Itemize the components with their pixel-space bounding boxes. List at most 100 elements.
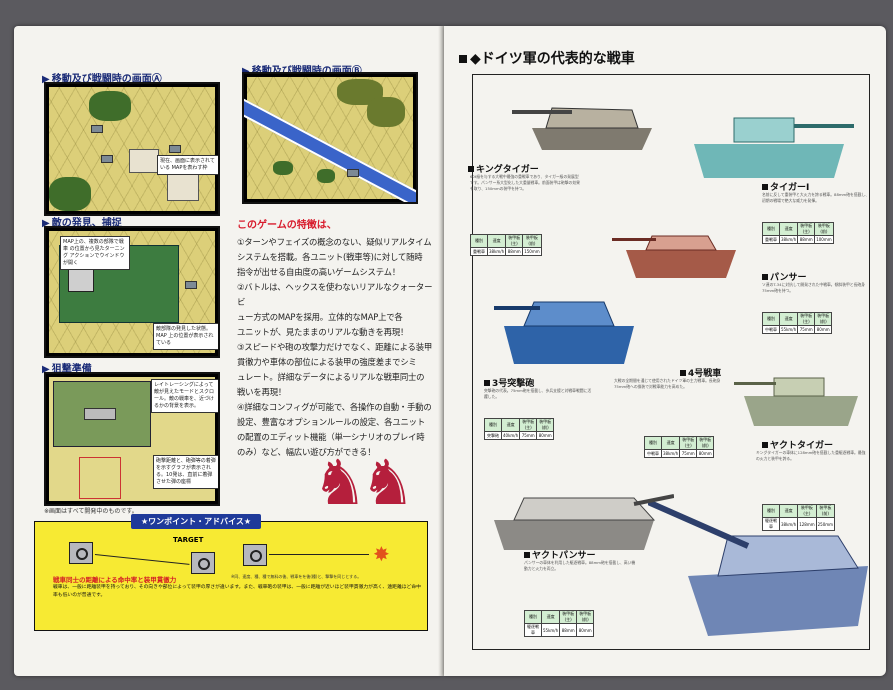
feature-line: ユニットが、見たままのリアルな動きを再現！ [237, 327, 409, 337]
map-field: MAP上の、複数の部隊で戦車 の位置から見たターニング アクションでウインドウが… [49, 231, 218, 353]
tank-name: パンサー [762, 270, 806, 283]
map-field: 現在、画面に表示されている MAPを表わす枠 [49, 87, 218, 211]
tank-unit [347, 169, 359, 177]
tank-name: 3号突撃砲 [484, 376, 534, 389]
tank-illustration [612, 235, 736, 278]
feature-line: 指令が出せる自由度の高いゲームシステム！ [237, 267, 400, 277]
feature-line: ③スピードや砲の攻撃力だけでなく、距離による装甲 [237, 342, 433, 352]
tank-desc: 大戦の全期間を通じて使用されたドイツ軍の主力戦車。長砲身75mm砲への換装で対戦… [614, 378, 721, 389]
forest [273, 161, 293, 175]
tank-desc: 名前に反して重装甲と大火力を誇る戦車。88mm砲を搭載し、初期の戦場で絶大な威力… [762, 192, 870, 203]
caption-screen-b: ▶移動及び戦闘時の画面Ⓑ [242, 62, 362, 77]
feature-line: ①ターンやフェイズの概念のない、疑似リアルタイム [237, 237, 432, 247]
tank-unit [169, 145, 181, 153]
soldier-illustration: ♞ [312, 446, 368, 519]
tank-illustration [694, 117, 854, 178]
range-graph [79, 457, 121, 499]
info-window: MAP上の、複数の部隊で戦車 の位置から見たターニング アクションでウインドウが… [59, 236, 179, 323]
tank-desc: 突撃砲の代表。75mm砲を搭載し、歩兵支援と対戦車戦闘に活躍した。 [484, 388, 592, 399]
tank-illustration [648, 499, 868, 636]
square-bullet-icon [762, 274, 768, 280]
popup-note: 現在、画面に表示されている MAPを表わす枠 [157, 155, 218, 175]
tank-illustration [512, 107, 652, 150]
map-field: レイトレーシングによって敵が見えたモードとスクロール。敵の戦車を、近づけるかの背… [49, 377, 218, 501]
tank-unit [185, 281, 197, 289]
square-bullet-icon [459, 55, 467, 63]
tank-unit [101, 155, 113, 163]
screenshot-aiming: レイトレーシングによって敵が見えたモードとスクロール。敵の戦車を、近づけるかの背… [44, 372, 220, 506]
popup-note: 砲撃距離と、砲弾等の着弾を示すグラフが表示される。10発は、直前に着弾させた弾の… [153, 455, 218, 489]
popup-note: MAP上の、複数の部隊で戦車 の位置から見たターニング アクションでウインドウが… [60, 236, 130, 270]
tank-desc: パンサーの車体を利用した駆逐戦車。88mm砲を搭載し、高い機動力と火力を両立。 [524, 560, 636, 571]
feature-line: ュレート。詳細なデータによるリアルな戦車同士の [237, 372, 425, 382]
right-page: ◆ドイツ軍の代表的な戦車 キングタイガー 60t級を与する大戦中最強の重戦車であ… [444, 26, 886, 676]
feature-line: 戦いを再現！ [237, 387, 287, 397]
features-title: このゲームの特徴は、 [237, 220, 337, 231]
square-bullet-icon [762, 184, 768, 190]
tank-name: タイガーI [762, 180, 809, 193]
triangle-icon: ▶ [242, 66, 250, 77]
tank-illustration [734, 377, 858, 426]
screenshot-screen-a: 現在、画面に表示されている MAPを表わす枠 [44, 82, 220, 216]
advice-title: ★ワンポイント・アドバイス★ [131, 514, 262, 529]
square-bullet-icon [762, 442, 768, 448]
square-bullet-icon [484, 380, 490, 386]
feature-line: ④詳細なコンフィグが可能で、各操作の自動・手動の [237, 402, 432, 412]
tank-desc: 60t級を与する大戦中最強の重戦車であり、タイガー級の発展型です。パンサー系大型… [470, 174, 580, 191]
target-icon [69, 542, 93, 564]
explosion-icon: ✸ [373, 542, 390, 566]
square-bullet-icon [524, 552, 530, 558]
forest [89, 91, 131, 121]
caption-discovery: ▶敵の発見、捕捉 [42, 218, 122, 229]
booklet-spread: ▶移動及び戦闘時の画面Ⓐ 現在、画面に表示されている MAPを表わす枠 ▶移動及… [14, 26, 886, 676]
triangle-icon: ▶ [42, 74, 50, 85]
tank-unit [91, 125, 103, 133]
footnote: ※画面はすべて開発中のものです。 [44, 508, 138, 515]
caption-screen-a: ▶移動及び戦闘時の画面Ⓐ [42, 74, 162, 85]
tank-desc: ソ連のT-34に対抗して開発された中戦車。傾斜装甲と長砲身75mm砲を持つ。 [762, 282, 865, 293]
building [129, 149, 159, 173]
feature-line: ュー方式のMAPを採用。立体的なMAP上で各 [237, 312, 403, 322]
advice-heading: 戦車同士の距離による命中率と装甲貫徹力 [53, 576, 177, 584]
target-label: TARGET [173, 536, 204, 544]
feature-line: ②バトルは、ヘックスを使わないリアルなクォータービ [237, 282, 433, 307]
tank-desc: キングタイガーの車体に128mm砲を搭載した重駆逐戦車。最強の火力と装甲を誇る。 [756, 450, 866, 461]
trajectory-line [269, 554, 369, 555]
soldier-illustration: ♞ [360, 446, 416, 519]
forest [367, 97, 405, 127]
tank-name: ヤクトパンサー [524, 548, 595, 561]
building [167, 173, 199, 201]
left-page: ▶移動及び戦闘時の画面Ⓐ 現在、画面に表示されている MAPを表わす枠 ▶移動及… [14, 26, 442, 676]
forest [49, 177, 91, 211]
caption-aiming: ▶狙撃準備 [42, 364, 92, 375]
tank-illustration [494, 494, 674, 550]
triangle-icon: ▶ [42, 218, 50, 229]
popup-note: レイトレーシングによって敵が見えたモードとスクロール。敵の戦車を、近づけるかの背… [151, 379, 218, 413]
screenshot-screen-b [242, 72, 418, 204]
page-title: ◆ドイツ軍の代表的な戦車 [459, 48, 635, 68]
feature-line: の配置のエディット機能（単一シナリオのプレイ時 [237, 432, 425, 442]
target-icon [243, 544, 267, 566]
feature-line: システムを搭載。各ユニット(戦車等)に対して随時 [237, 252, 423, 262]
forest [317, 169, 335, 183]
target-icon [191, 552, 215, 574]
advice-note: ※同、速度、種、種で無料の後、戦車をを後(種)と、撃撃を同じとする。 [231, 574, 362, 579]
square-bullet-icon [680, 370, 686, 376]
feature-line: 設定、豊富なオプションルールの設定、各ユニット [237, 417, 426, 427]
tank-name: ヤクトタイガー [762, 438, 833, 451]
feature-line: のみ）など、幅広い遊び方ができる！ [237, 447, 376, 457]
tank-name: キングタイガー [468, 162, 539, 175]
tank-illustration [494, 301, 634, 364]
tank-name: 4号戦車 [680, 366, 721, 379]
trajectory-line [94, 554, 190, 565]
triangle-icon: ▶ [42, 364, 50, 375]
popup-note: 敵部隊の発見した状態。MAP 上の位置が表示されている [153, 323, 218, 350]
enemy-tank [84, 408, 116, 420]
